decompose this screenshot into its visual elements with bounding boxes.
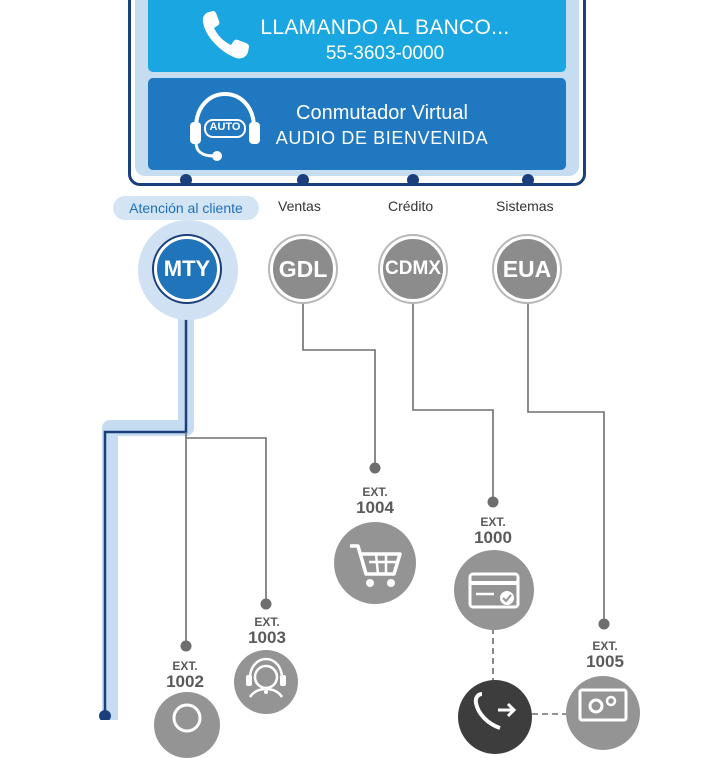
headset-auto-icon: [190, 91, 260, 161]
dept-label-credit: Crédito: [388, 198, 434, 214]
connector-lines: [99, 298, 610, 720]
shopping-cart-icon: [350, 544, 402, 587]
city-node-gdl[interactable]: GDL: [270, 236, 336, 302]
extension-1004-node[interactable]: [334, 522, 416, 604]
extension-1000-node[interactable]: [454, 550, 534, 630]
ext-number: 1005: [586, 652, 624, 671]
ext-prefix: EXT.: [592, 639, 618, 653]
dot-active-end: [99, 710, 111, 720]
dept-label-systems: Sistemas: [496, 198, 554, 214]
auto-badge: AUTO: [209, 121, 241, 133]
dot-1003: [260, 598, 272, 610]
gears-icon: [578, 688, 628, 722]
call-text-block: LLAMANDO AL BANCO... 55-3603-0000: [250, 14, 520, 66]
line-gdl-1004: [302, 298, 376, 468]
person-icon: [172, 703, 202, 733]
city-node-cdmx[interactable]: CDMX: [380, 236, 446, 302]
dot-1000: [487, 496, 499, 508]
dot-1004: [369, 462, 381, 474]
transfer-call-node[interactable]: [458, 680, 532, 754]
headset-agent-icon: [246, 657, 286, 698]
ext-number: 1002: [166, 672, 204, 691]
extension-1005-node[interactable]: [566, 676, 640, 750]
extension-1003-label: EXT. 1003: [232, 616, 302, 647]
dept-label-sales: Ventas: [278, 198, 321, 214]
dot-1002: [180, 640, 192, 652]
ext-prefix: EXT.: [480, 515, 506, 529]
extension-1000-label: EXT. 1000: [458, 516, 528, 547]
ext-prefix: EXT.: [254, 615, 280, 629]
line-cdmx-1000: [412, 298, 494, 500]
ext-number: 1000: [474, 528, 512, 547]
credit-card-icon: [468, 572, 520, 609]
line-mty-1003: [186, 437, 267, 602]
city-node-mty[interactable]: MTY: [154, 236, 220, 302]
ext-prefix: EXT.: [362, 485, 388, 499]
extension-1003-node[interactable]: [234, 650, 298, 714]
dot-1005: [598, 618, 610, 630]
call-title: LLAMANDO AL BANCO...: [260, 16, 510, 39]
ivr-text-block: Conmutador Virtual AUDIO DE BIENVENIDA: [266, 100, 498, 150]
extension-1005-label: EXT. 1005: [570, 640, 640, 671]
extension-1002-label: EXT. 1002: [150, 660, 220, 691]
phone-icon: [202, 11, 249, 59]
active-path-line: [103, 300, 188, 720]
ivr-subtitle: AUDIO DE BIENVENIDA: [275, 128, 489, 148]
branch-dots: [180, 174, 534, 186]
extension-1002-node[interactable]: [154, 692, 220, 758]
ext-number: 1003: [248, 628, 286, 647]
city-node-eua[interactable]: EUA: [494, 236, 560, 302]
call-number: 55-3603-0000: [325, 43, 445, 64]
ivr-title: Conmutador Virtual: [296, 102, 468, 124]
ext-prefix: EXT.: [172, 659, 198, 673]
line-eua-1005: [527, 298, 605, 620]
ext-number: 1004: [356, 498, 394, 517]
call-flow-diagram: LLAMANDO AL BANCO... 55-3603-0000 AUTO C…: [99, 0, 640, 758]
extension-1004-label: EXT. 1004: [340, 486, 410, 517]
phone-transfer-icon: [473, 692, 517, 730]
dept-label-customer-service: Atención al cliente: [113, 196, 259, 220]
